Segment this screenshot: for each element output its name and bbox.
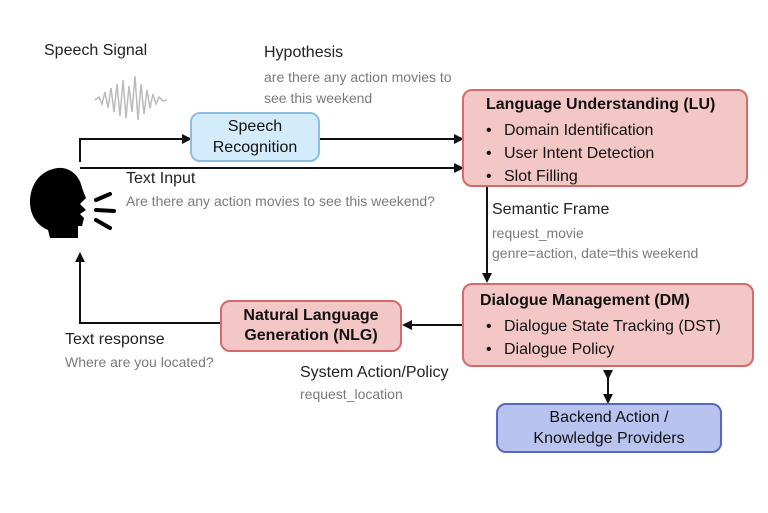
lu-item: Domain Identification	[486, 119, 746, 142]
lu-item-list: Domain Identification User Intent Detect…	[486, 119, 746, 188]
dm-title: Dialogue Management (DM)	[480, 292, 690, 309]
nlg-box: Natural Language Generation (NLG)	[220, 300, 402, 352]
backend-box: Backend Action / Knowledge Providers	[496, 403, 722, 453]
speech-signal-label: Speech Signal	[44, 42, 148, 59]
language-understanding-box: Language Understanding (LU) Domain Ident…	[462, 89, 748, 187]
semantic-frame-line1: request_movie	[492, 225, 584, 241]
semantic-frame-line2: genre=action, date=this weekend	[492, 245, 699, 261]
speech-recognition-line2: Recognition	[212, 139, 298, 156]
dm-item: Dialogue Policy	[486, 338, 752, 361]
nlg-line2: Generation (NLG)	[244, 327, 378, 344]
speech-recognition-line1: Speech	[227, 118, 283, 135]
system-action-label: System Action/Policy	[300, 364, 449, 381]
dm-item-list: Dialogue State Tracking (DST) Dialogue P…	[480, 315, 752, 361]
speech-waveform-icon	[94, 75, 168, 121]
text-response-label: Text response	[65, 331, 165, 348]
dialogue-management-box: Dialogue Management (DM) Dialogue State …	[462, 283, 754, 367]
lu-item: Slot Filling	[486, 165, 746, 188]
hypothesis-text-line2: see this weekend	[264, 90, 373, 106]
lu-item: User Intent Detection	[486, 142, 746, 165]
arrow-to-speech-recognition	[79, 134, 192, 162]
hypothesis-text-line1: are there any action movies to	[264, 69, 452, 85]
arrow-nlg-to-person	[75, 252, 220, 324]
backend-line2: Knowledge Providers	[533, 430, 685, 447]
system-action-text: request_location	[300, 386, 403, 402]
dm-item: Dialogue State Tracking (DST)	[486, 315, 752, 338]
backend-line1: Backend Action /	[549, 409, 669, 426]
speaking-person-icon	[30, 167, 116, 238]
lu-title: Language Understanding (LU)	[486, 96, 716, 113]
text-response-text: Where are you located?	[65, 354, 214, 370]
semantic-frame-label: Semantic Frame	[492, 201, 610, 218]
speech-recognition-box: Speech Recognition	[190, 112, 320, 162]
text-input-text: Are there any action movies to see this …	[126, 193, 435, 209]
hypothesis-label: Hypothesis	[264, 44, 344, 61]
nlg-line1: Natural Language	[243, 307, 379, 324]
text-input-label: Text Input	[126, 170, 196, 187]
